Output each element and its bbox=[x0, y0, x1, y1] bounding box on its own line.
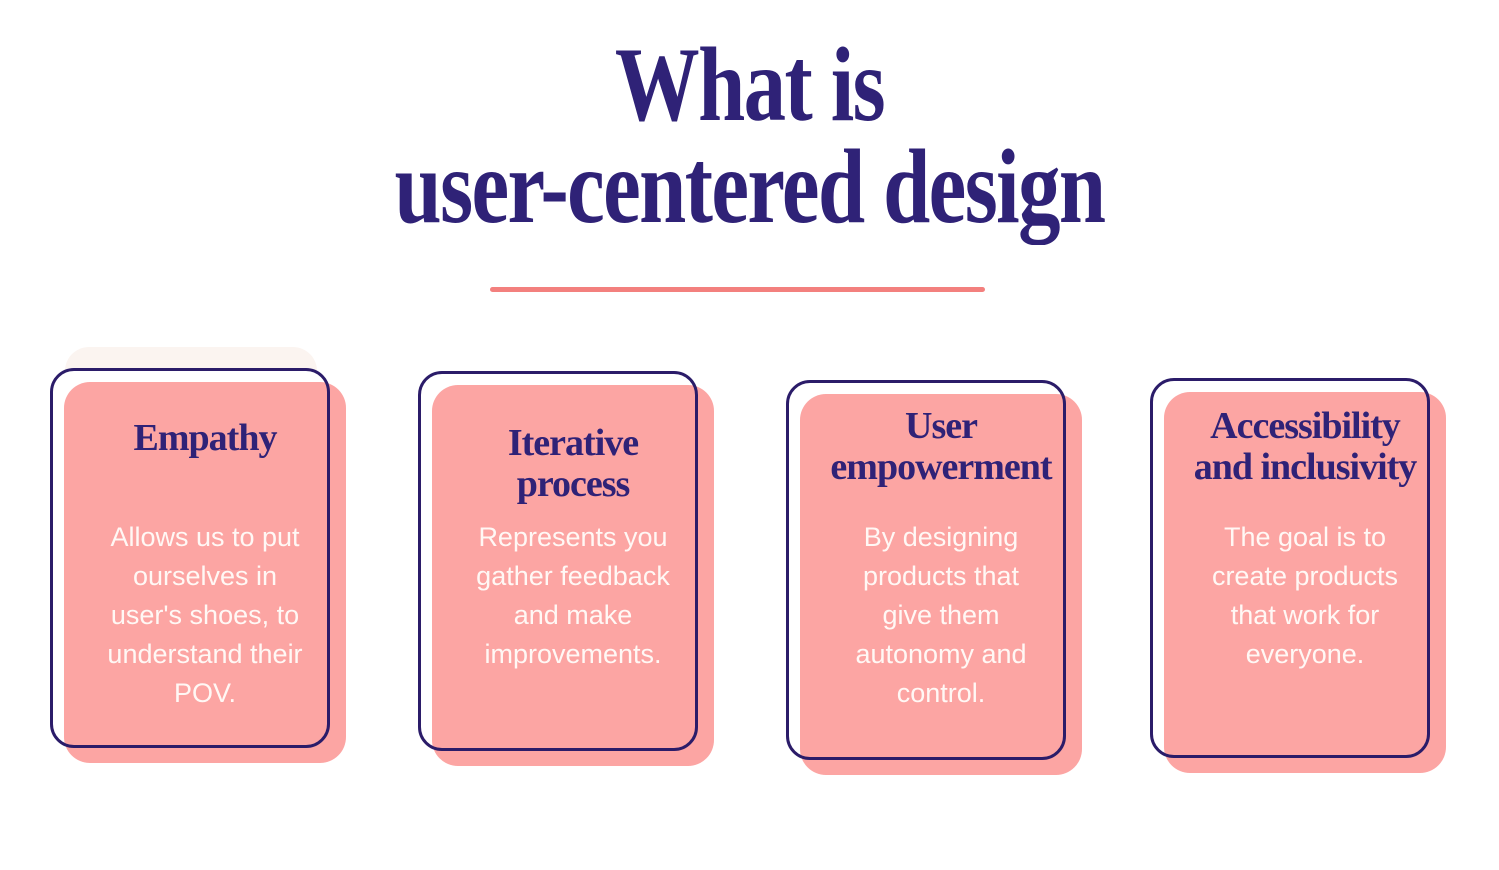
card-body: Allows us to put ourselves in user's sho… bbox=[107, 522, 303, 708]
card-outline-shape bbox=[418, 371, 698, 751]
title-divider bbox=[490, 287, 985, 292]
card-title: User empowerment bbox=[830, 405, 1052, 488]
card-pink-fill-shape bbox=[800, 394, 1082, 775]
card-accessibility-inclusivity: Accessibility and inclusivity The goal i… bbox=[1150, 378, 1448, 776]
card-outline-shape bbox=[50, 368, 330, 748]
card-pink-fill-shape bbox=[64, 382, 346, 763]
card-pink-fill-shape bbox=[432, 385, 714, 766]
card-outline-shape bbox=[1150, 378, 1430, 758]
card-outline-shape bbox=[786, 380, 1066, 760]
card-user-empowerment: User empowerment By designing products t… bbox=[786, 380, 1084, 778]
page-title: What is user-centered design bbox=[394, 26, 1106, 245]
card-pink-fill-shape bbox=[1164, 392, 1446, 773]
card-title: Accessibility and inclusivity bbox=[1193, 405, 1418, 488]
card-empathy: Empathy Allows us to put ourselves in us… bbox=[50, 347, 348, 766]
card-iterative-process: Iterative process Represents you gather … bbox=[418, 371, 716, 769]
card-body: The goal is to create products that work… bbox=[1211, 522, 1399, 669]
card-body: Represents you gather feedback and make … bbox=[476, 522, 670, 669]
card-title: Empathy bbox=[133, 417, 278, 459]
card-title: Iterative process bbox=[507, 422, 639, 505]
card-body: By designing products that give them aut… bbox=[855, 522, 1027, 708]
